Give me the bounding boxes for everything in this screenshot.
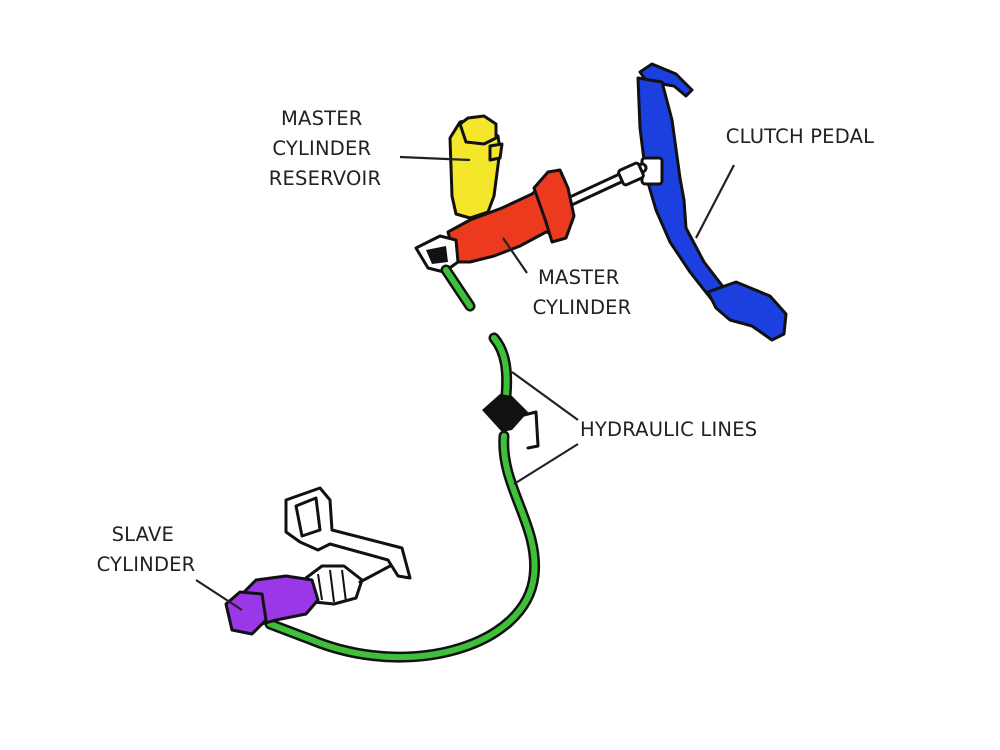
slave-cylinder: [224, 486, 412, 636]
leader-clutch-pedal: [695, 164, 735, 239]
hydraulic-line-stub: [443, 267, 473, 309]
leader-hydraulic-lower: [513, 443, 579, 485]
label-reservoir: MASTER CYLINDER RESERVOIR: [269, 107, 382, 190]
leader-slave-cylinder: [195, 579, 243, 611]
line-clamp: [482, 394, 528, 432]
leader-hydraulic-upper: [511, 371, 579, 421]
slave-cylinder-cap: [224, 590, 268, 636]
hydraulic-line-main: [267, 433, 538, 661]
master-cylinder: [414, 168, 576, 274]
label-master-cylinder: MASTER CYLINDER: [533, 266, 632, 319]
master-cylinder-flange: [532, 168, 576, 244]
leader-master-cylinder: [502, 237, 528, 274]
label-slave-cylinder: SLAVE CYLINDER: [97, 523, 196, 576]
labels: MASTER CYLINDER RESERVOIR CLUTCH PEDAL M…: [97, 107, 874, 576]
leader-reservoir: [399, 155, 471, 162]
master-cylinder-reservoir: [448, 114, 504, 220]
leader-lines: [195, 155, 735, 611]
reservoir-cap: [458, 114, 498, 146]
pedal-pad: [706, 280, 788, 342]
hydraulic-line-upper: [491, 335, 510, 399]
hydraulic-lines: [264, 264, 541, 663]
clutch-pedal: [636, 62, 788, 342]
pushrod: [554, 161, 648, 212]
label-hydraulic-lines: HYDRAULIC LINES: [580, 418, 757, 441]
label-clutch-pedal: CLUTCH PEDAL: [726, 125, 874, 148]
pedal-arm: [636, 76, 726, 302]
